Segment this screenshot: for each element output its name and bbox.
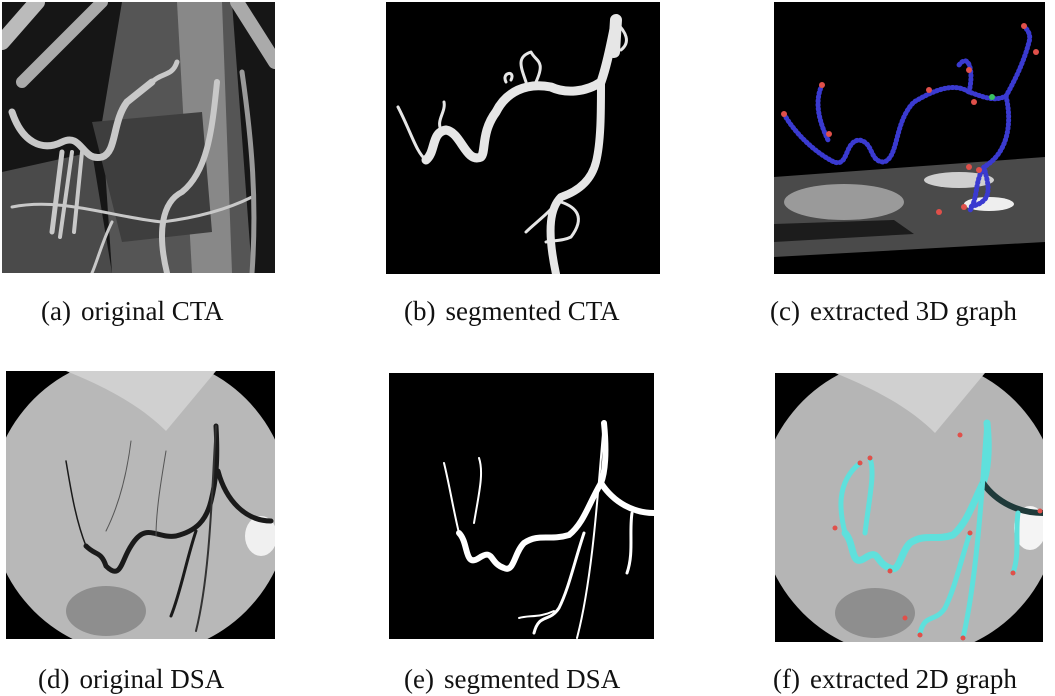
caption-a: (a) original CTA: [41, 296, 224, 326]
caption-c: (c) extracted 3D graph: [770, 296, 1017, 326]
extracted-2d-graph-image: [775, 373, 1043, 642]
caption-d: (d) original DSA: [38, 664, 224, 694]
segmented-cta-image: [386, 2, 660, 274]
caption-text: extracted 3D graph: [809, 296, 1017, 326]
caption-label: (a): [41, 296, 71, 326]
original-dsa-image: [6, 371, 275, 639]
caption-b: (b) segmented CTA: [404, 296, 620, 326]
caption-text: extracted 2D graph: [809, 664, 1017, 694]
caption-label: (d): [38, 664, 70, 694]
caption-label: (f): [773, 664, 800, 694]
caption-label: (e): [404, 664, 434, 694]
extracted-3d-graph-image: [774, 2, 1045, 274]
caption-label: (c): [770, 296, 800, 326]
caption-label: (b): [404, 296, 436, 326]
caption-text: segmented DSA: [443, 664, 621, 694]
caption-f: (f) extracted 2D graph: [773, 664, 1017, 694]
caption-text: original CTA: [80, 296, 224, 326]
caption-e: (e) segmented DSA: [404, 664, 620, 694]
original-cta-image: [2, 2, 275, 273]
caption-text: segmented CTA: [445, 296, 620, 326]
caption-text: original DSA: [79, 664, 225, 694]
segmented-dsa-image: [389, 373, 654, 639]
